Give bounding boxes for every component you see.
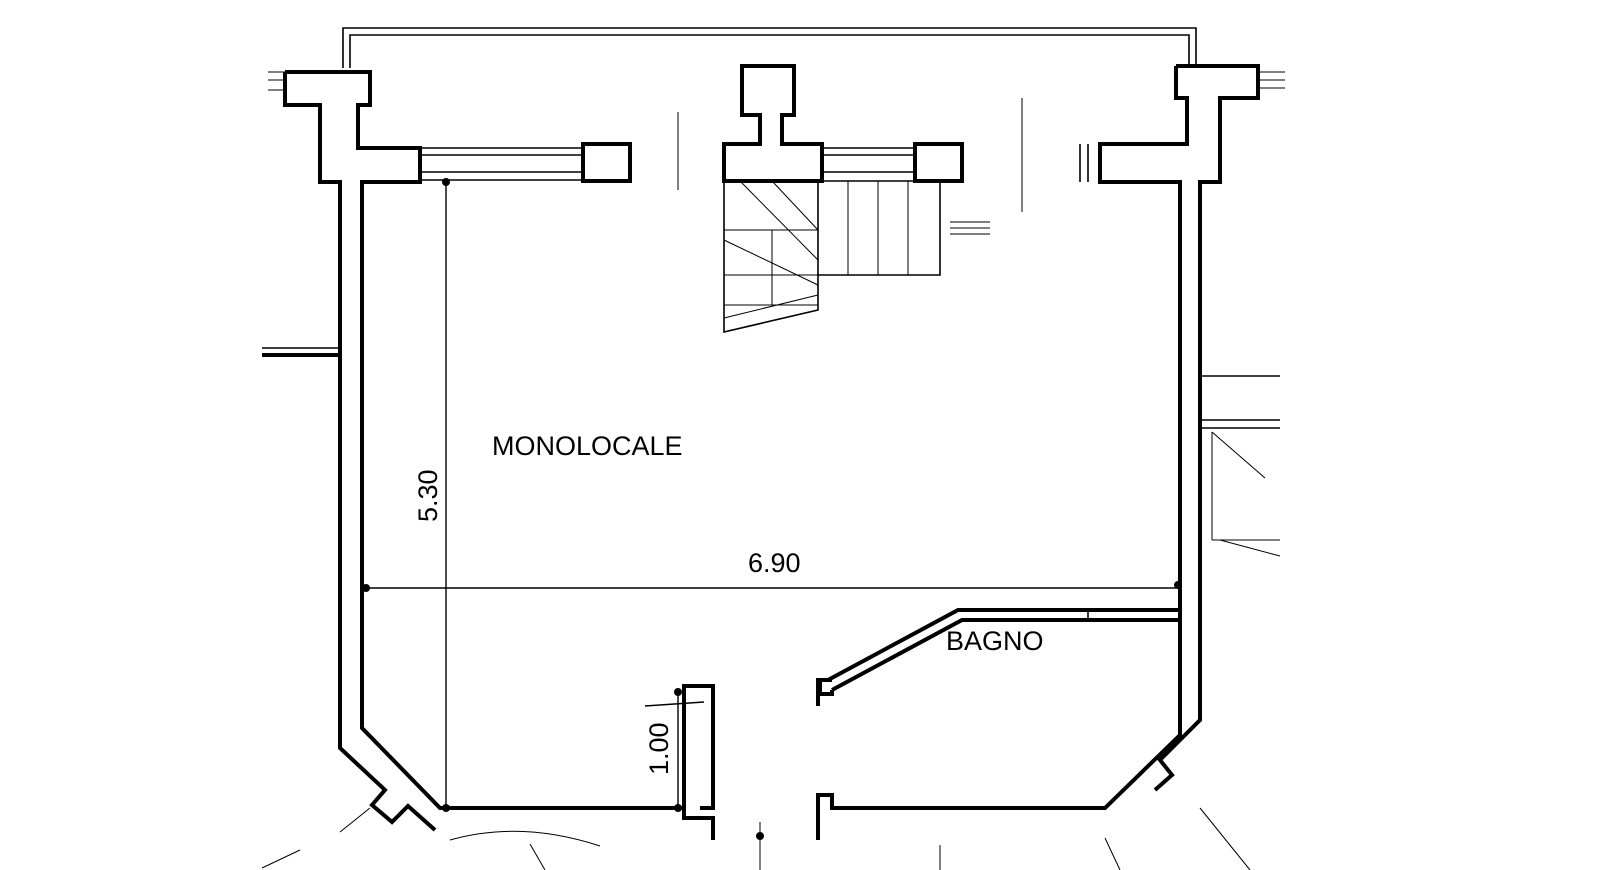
staircase	[723, 180, 990, 334]
left-pillar	[268, 70, 715, 832]
right-partition	[1200, 375, 1281, 557]
top-window-right	[822, 142, 964, 183]
right-pillar	[816, 64, 1285, 840]
bathroom-wall	[816, 608, 1180, 706]
entrance	[261, 807, 1251, 870]
axis-marks	[677, 98, 1023, 212]
left-partition	[262, 347, 340, 357]
dimension-opening	[644, 688, 705, 812]
dimension-opening-label: 1.00	[644, 722, 674, 775]
dimension-width-label: 6.90	[748, 548, 801, 578]
center-pillar	[722, 64, 824, 183]
dimension-depth	[442, 178, 450, 812]
terrace-outline	[342, 27, 1197, 68]
room-label-bagno: BAGNO	[946, 626, 1044, 656]
dimension-width	[362, 581, 1182, 592]
room-label-monolocale: MONOLOCALE	[492, 431, 683, 461]
top-window-left	[420, 142, 632, 183]
dimension-depth-label: 5.30	[413, 469, 443, 522]
